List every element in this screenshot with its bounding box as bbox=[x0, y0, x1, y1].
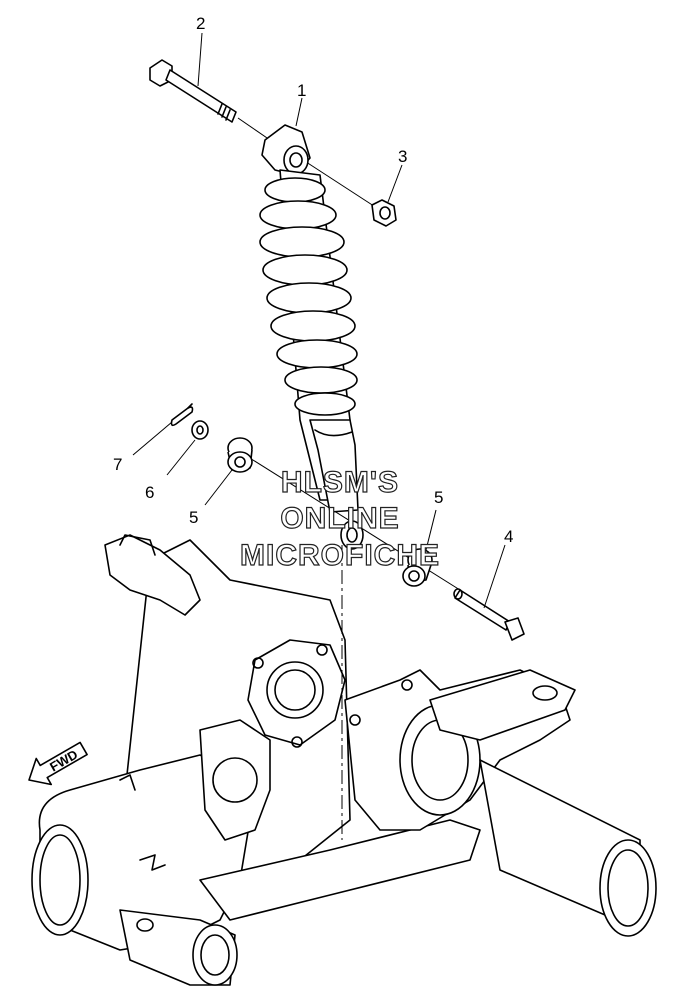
lower-pin bbox=[453, 588, 525, 641]
watermark: HLSM'S ONLINE MICROFICHE bbox=[239, 465, 440, 572]
callout-labels: 1 2 3 4 5 5 6 7 bbox=[113, 14, 513, 546]
callout-3: 3 bbox=[398, 147, 407, 166]
shock-absorber bbox=[259, 124, 364, 550]
watermark-line-3: MICROFICHE bbox=[240, 539, 440, 572]
cotter-pin bbox=[170, 403, 194, 427]
callout-6: 6 bbox=[145, 483, 154, 502]
washer bbox=[191, 420, 209, 440]
coil-spring bbox=[259, 177, 358, 416]
watermark-line-1: HLSM'S bbox=[281, 466, 399, 499]
watermark-line-2: ONLINE bbox=[280, 502, 399, 535]
upper-bolt bbox=[149, 59, 237, 123]
fwd-direction-arrow: FWD bbox=[28, 741, 88, 786]
leader-lines bbox=[132, 32, 506, 609]
arrow-icon bbox=[28, 741, 88, 786]
callout-2: 2 bbox=[196, 14, 205, 33]
callout-4: 4 bbox=[504, 527, 513, 546]
callout-5-left: 5 bbox=[189, 508, 198, 527]
callout-7: 7 bbox=[113, 455, 122, 474]
callout-5-right: 5 bbox=[434, 488, 443, 507]
callout-1: 1 bbox=[297, 81, 306, 100]
rear-axle-housing bbox=[31, 534, 657, 986]
collar-left bbox=[227, 437, 253, 473]
upper-nut bbox=[371, 199, 397, 227]
collar-right bbox=[402, 548, 433, 587]
